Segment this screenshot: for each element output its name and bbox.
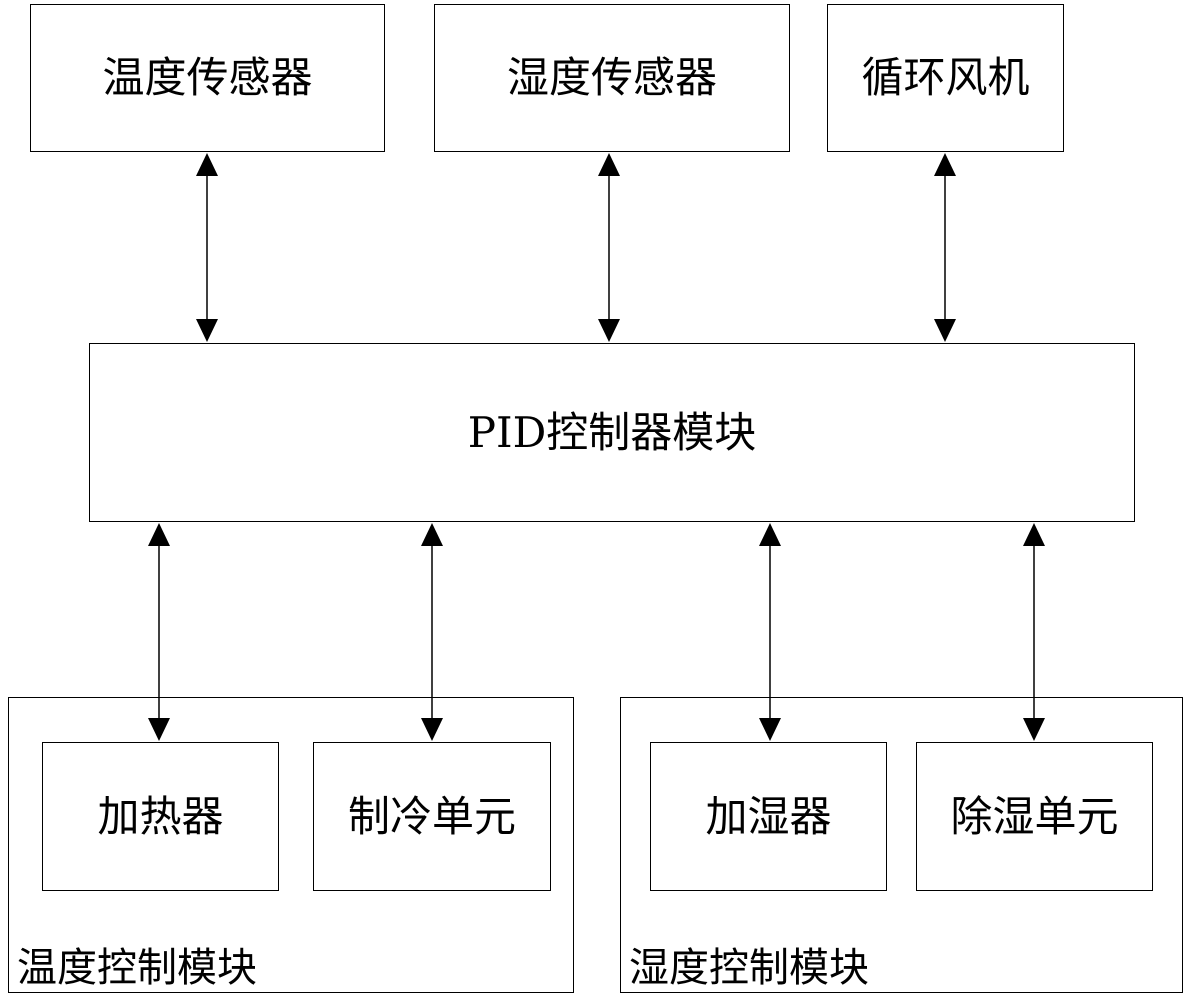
humidifier-label: 加湿器 [705, 796, 831, 838]
dehumidifier-box: 除湿单元 [916, 742, 1153, 891]
arrow-temp-sensor-pid [196, 153, 218, 342]
cooling-unit-label: 制冷单元 [348, 796, 516, 838]
arrow-humidity-sensor-pid [598, 153, 620, 342]
circulation-fan-box: 循环风机 [827, 4, 1064, 152]
temperature-control-group-label: 温度控制模块 [17, 948, 257, 988]
cooling-unit-box: 制冷单元 [313, 742, 551, 891]
temperature-sensor-box: 温度传感器 [30, 4, 385, 152]
circulation-fan-label: 循环风机 [861, 57, 1029, 99]
pid-controller-label: PID控制器模块 [468, 412, 757, 454]
pid-controller-box: PID控制器模块 [89, 343, 1135, 522]
humidity-sensor-box: 湿度传感器 [434, 4, 790, 152]
humidity-sensor-label: 湿度传感器 [507, 57, 717, 99]
dehumidifier-label: 除湿单元 [950, 796, 1118, 838]
heater-label: 加热器 [97, 796, 223, 838]
heater-box: 加热器 [42, 742, 279, 891]
temperature-sensor-label: 温度传感器 [102, 57, 312, 99]
humidity-control-group-label: 湿度控制模块 [629, 948, 869, 988]
humidifier-box: 加湿器 [650, 742, 887, 891]
arrow-fan-pid [934, 153, 956, 342]
